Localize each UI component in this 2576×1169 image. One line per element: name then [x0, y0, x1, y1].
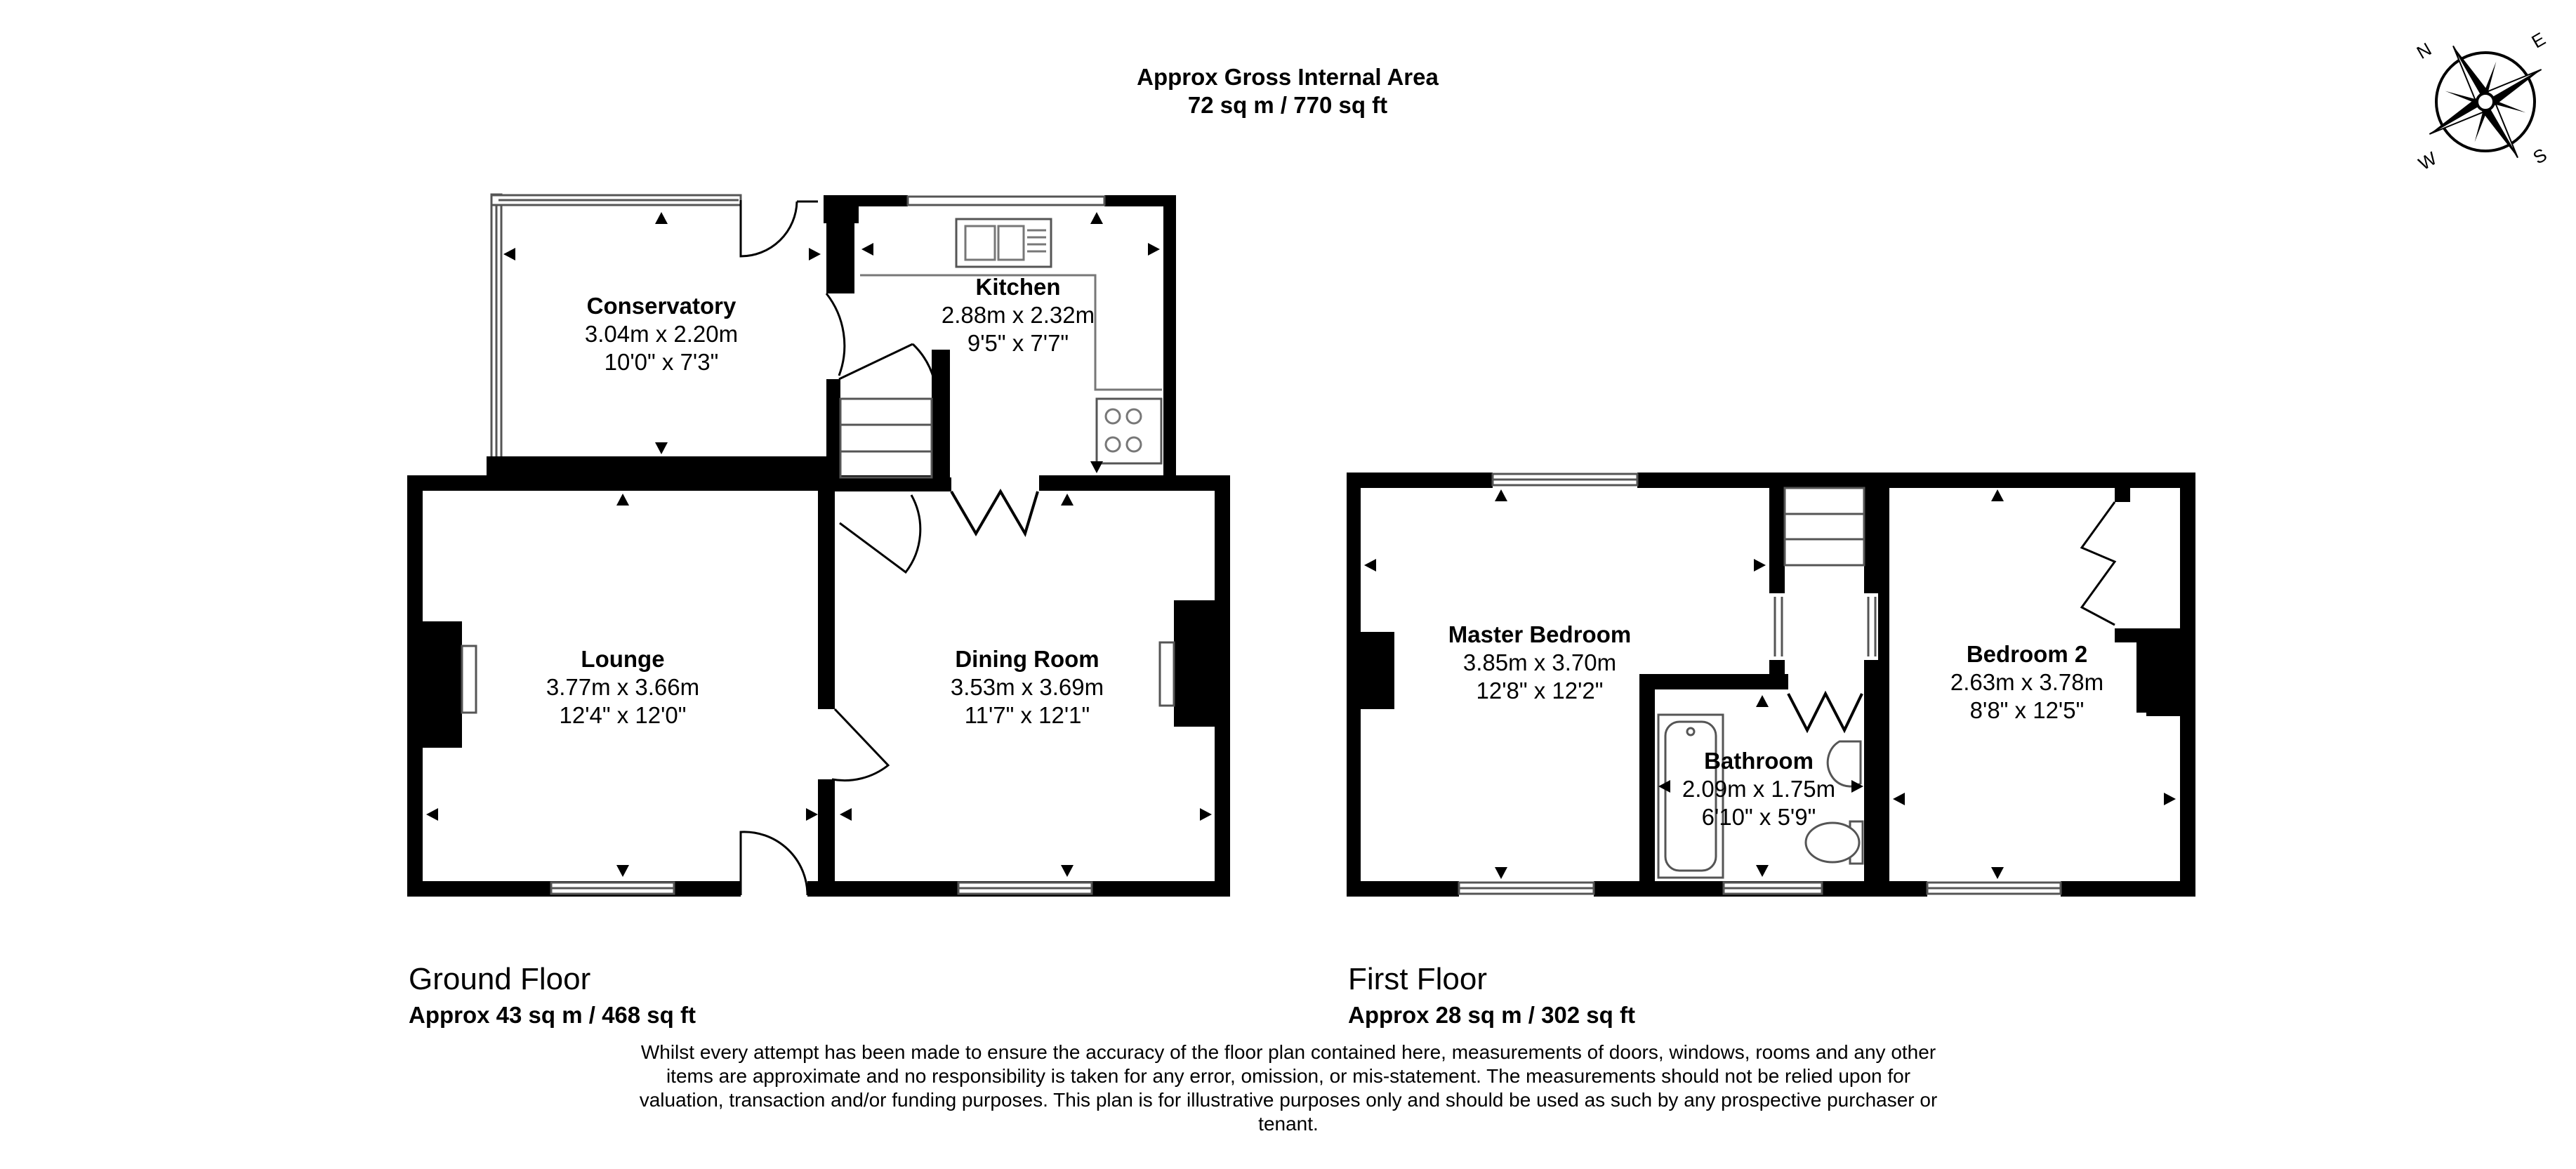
first-doors [1787, 501, 2117, 734]
first-floor-area: Approx 28 sq m / 302 sq ft [1348, 1002, 1635, 1028]
room-kitchen-name: Kitchen [975, 274, 1060, 300]
kitchen-fittings [860, 218, 1163, 465]
room-conservatory-metric: 3.04m x 2.20m [585, 321, 738, 347]
ground-windows [550, 881, 1093, 895]
gross-internal-area-value: 72 sq m / 770 sq ft [1187, 92, 1388, 118]
room-master-metric: 3.85m x 3.70m [1463, 649, 1616, 675]
ground-stairs [839, 397, 933, 479]
first-floor-title: First Floor [1348, 962, 1487, 996]
gross-internal-area: Approx Gross Internal Area 72 sq m / 770… [1077, 63, 1498, 119]
room-bathroom: Bathroom 2.09m x 1.75m 6'10" x 5'9" [1682, 748, 1835, 830]
compass-west: W [2415, 147, 2440, 174]
kitchen-window [906, 195, 1106, 206]
room-master-bedroom: Master Bedroom 3.85m x 3.70m 12'8" x 12'… [1448, 621, 1631, 704]
disclaimer-text: Whilst every attempt has been made to en… [639, 1041, 1938, 1135]
first-stairs [1774, 487, 1877, 656]
room-lounge-metric: 3.77m x 3.66m [546, 674, 699, 700]
room-conservatory-name: Conservatory [587, 293, 737, 319]
ground-doors [739, 200, 1039, 896]
bathroom-fittings [1657, 713, 1864, 879]
room-master-imperial: 12'8" x 12'2" [1477, 678, 1604, 704]
room-bedroom2-metric: 2.63m x 3.78m [1950, 669, 2103, 695]
room-dining-name: Dining Room [955, 646, 1099, 672]
room-dining: Dining Room 3.53m x 3.69m 11'7" x 12'1" [951, 646, 1104, 728]
room-lounge: Lounge 3.77m x 3.66m 12'4" x 12'0" [546, 646, 699, 728]
gross-internal-area-title: Approx Gross Internal Area [1137, 64, 1439, 90]
room-bathroom-imperial: 6'10" x 5'9" [1702, 804, 1816, 830]
ground-floor-title: Ground Floor [409, 962, 591, 996]
room-bedroom2-name: Bedroom 2 [1967, 641, 2087, 667]
compass-east: E [2528, 28, 2549, 53]
ground-floor-plan [407, 193, 1230, 897]
room-bedroom2-imperial: 8'8" x 12'5" [1970, 697, 2085, 723]
compass-rose-icon: N E S W [2413, 28, 2551, 174]
room-conservatory-imperial: 10'0" x 7'3" [605, 349, 719, 375]
compass-south: S [2529, 144, 2550, 169]
room-labels: Conservatory 3.04m x 2.20m 10'0" x 7'3" … [546, 274, 2103, 830]
room-bedroom-2: Bedroom 2 2.63m x 3.78m 8'8" x 12'5" [1950, 641, 2103, 723]
first-outer-walls [1347, 473, 2195, 897]
room-dining-imperial: 11'7" x 12'1" [965, 702, 1090, 728]
room-bathroom-name: Bathroom [1704, 748, 1814, 774]
first-floor-plan [1347, 473, 2195, 897]
room-master-name: Master Bedroom [1448, 621, 1631, 647]
ground-floor-area: Approx 43 sq m / 468 sq ft [409, 1002, 696, 1028]
room-kitchen-imperial: 9'5" x 7'7" [967, 330, 1069, 356]
room-kitchen-metric: 2.88m x 2.32m [942, 302, 1095, 328]
room-conservatory: Conservatory 3.04m x 2.20m 10'0" x 7'3" [585, 293, 738, 375]
room-lounge-name: Lounge [581, 646, 664, 672]
room-kitchen: Kitchen 2.88m x 2.32m 9'5" x 7'7" [942, 274, 1095, 356]
ground-outer-walls [407, 475, 1230, 897]
conservatory-glazing [490, 193, 742, 459]
room-lounge-imperial: 12'4" x 12'0" [560, 702, 687, 728]
compass-north: N [2413, 39, 2435, 63]
first-windows [1458, 473, 2062, 895]
room-bathroom-metric: 2.09m x 1.75m [1682, 776, 1835, 802]
room-dining-metric: 3.53m x 3.69m [951, 674, 1104, 700]
